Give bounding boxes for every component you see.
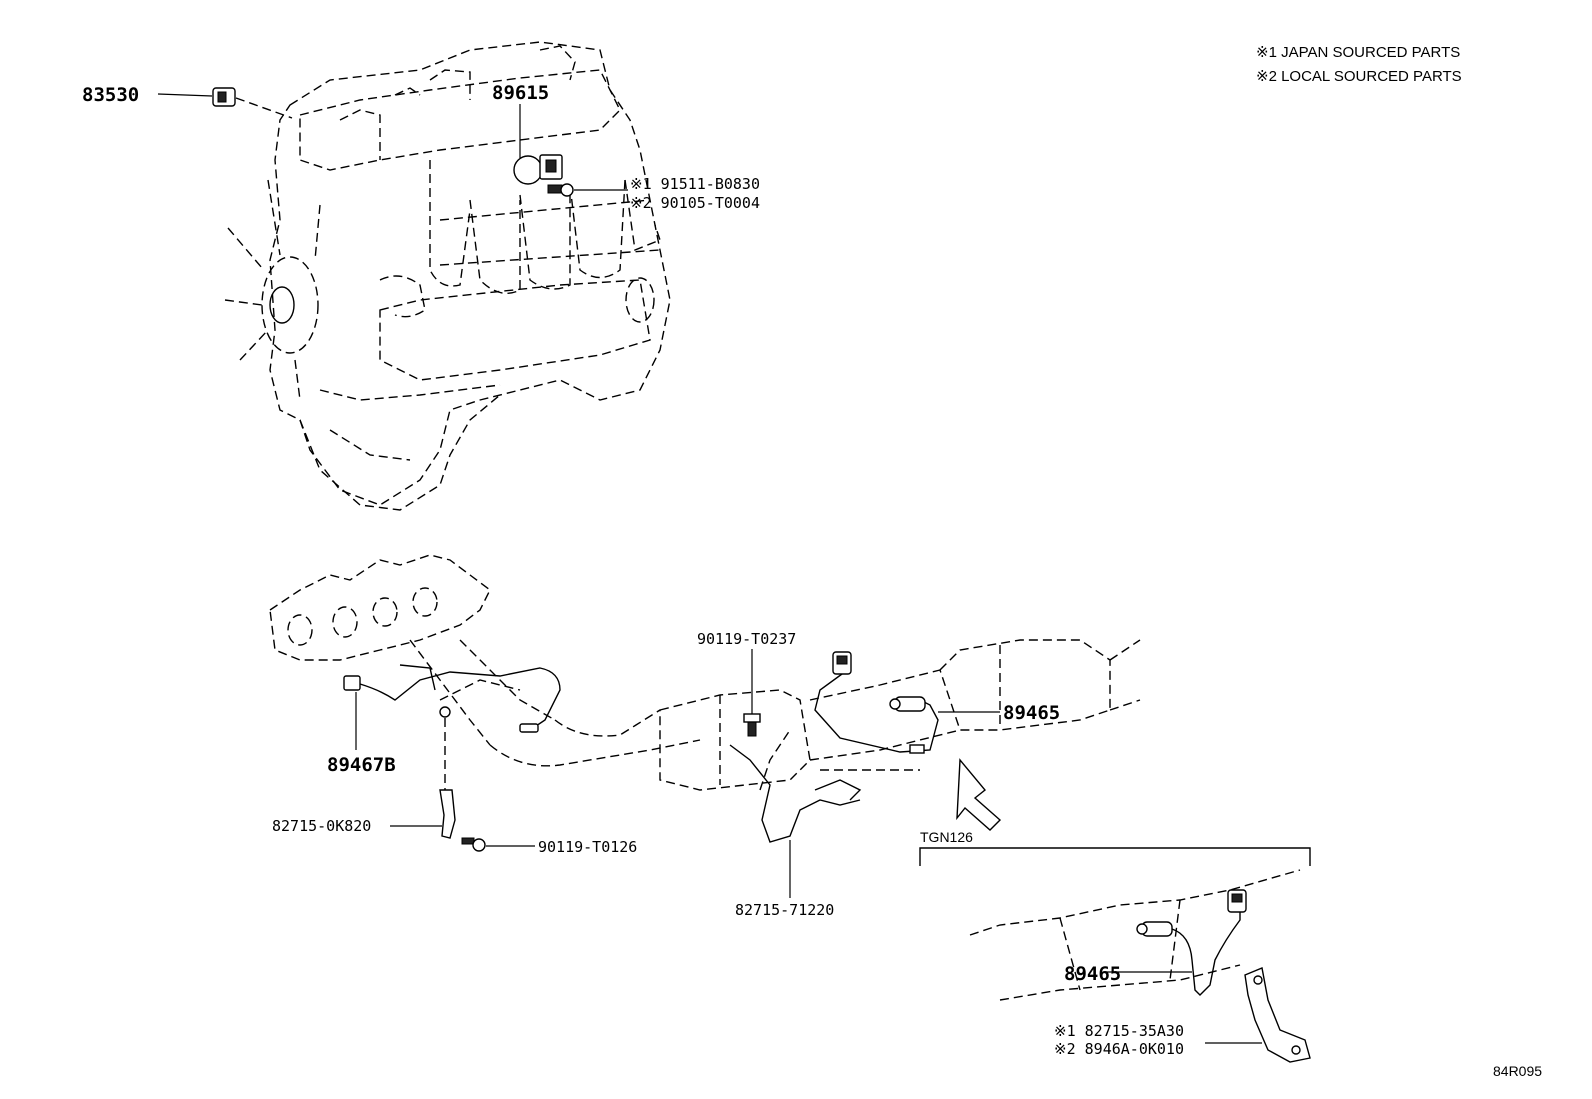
bolt-part-lower — [461, 837, 486, 852]
inset-title: TGN126 — [920, 829, 973, 845]
part-label-83530: 83530 — [82, 84, 139, 106]
part-label-89465-main: 89465 — [1003, 702, 1060, 724]
oil-pressure-switch-part — [212, 87, 293, 119]
part-label-8946a-0k010: ※2 8946A-0K010 — [1054, 1040, 1184, 1058]
bracket-part-front — [439, 718, 456, 839]
part-label-91511-b0830: ※1 91511-B0830 — [630, 175, 760, 193]
rear-oxygen-sensor-part — [814, 651, 939, 754]
temperature-sensor-part — [513, 154, 563, 185]
part-label-82715-71220: 82715-71220 — [735, 901, 834, 919]
bracket-part-mid — [729, 729, 920, 843]
part-label-82715-35a30: ※1 82715-35A30 — [1054, 1022, 1184, 1040]
part-label-90105-t0004: ※2 90105-T0004 — [630, 194, 760, 212]
view-arrow-icon — [956, 758, 1002, 831]
tgn126-inset: TGN126 — [919, 829, 1311, 1063]
part-label-90119-t0237: 90119-T0237 — [697, 630, 796, 648]
note-local-sourced: ※2 LOCAL SOURCED PARTS — [1256, 68, 1462, 85]
part-label-89465-inset: 89465 — [1064, 963, 1121, 985]
part-label-89615: 89615 — [492, 82, 549, 104]
note-japan-sourced: ※1 JAPAN SOURCED PARTS — [1256, 44, 1460, 61]
bolt-part-mid — [743, 713, 761, 737]
bolt-part-upper — [547, 183, 574, 197]
part-label-82715-0k820: 82715-0K820 — [272, 817, 371, 835]
diagram-code: 84R095 — [1493, 1063, 1542, 1079]
exhaust-manifold-drawing — [269, 554, 1141, 791]
part-label-89467b: 89467B — [327, 754, 396, 776]
front-oxygen-sensor-part — [343, 664, 561, 733]
engine-assembly-drawing — [224, 41, 671, 511]
part-label-90119-t0126: 90119-T0126 — [538, 838, 637, 856]
